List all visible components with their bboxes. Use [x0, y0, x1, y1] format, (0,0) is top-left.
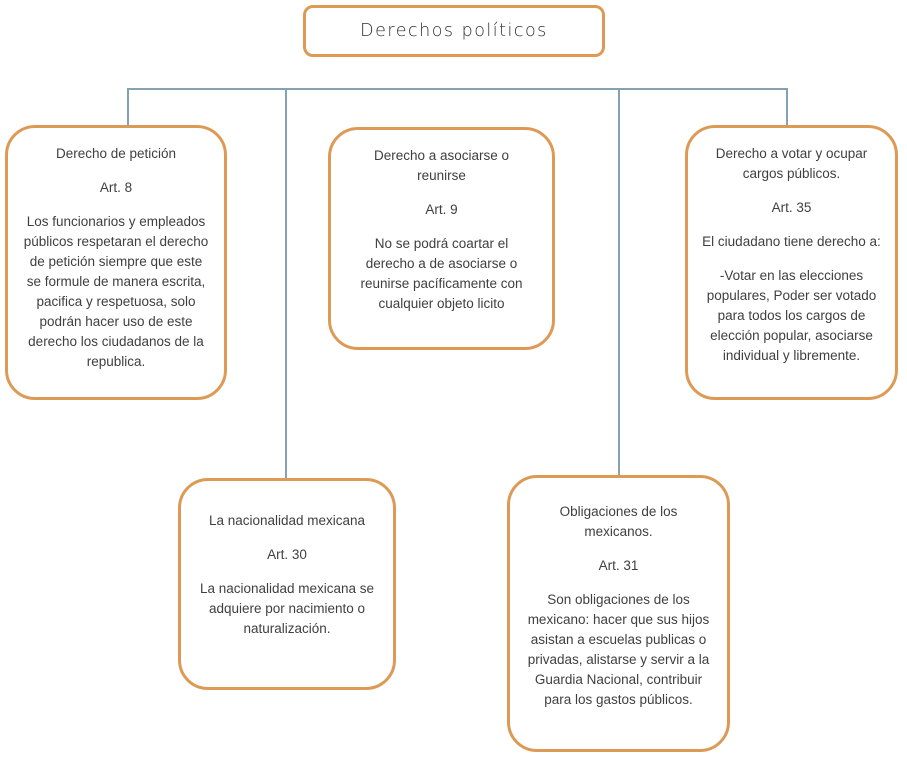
node-nacionalidad-mexicana: La nacionalidad mexicana Art. 30 La naci…	[178, 478, 396, 690]
node-article: Art. 8	[99, 180, 133, 195]
node-title: Derechos políticos	[303, 5, 605, 57]
node-body: El ciudadano tiene derecho a:	[702, 234, 881, 249]
connector-drop-peticion	[127, 88, 129, 126]
node-obligaciones-mexicanos: Obligaciones de los mexicanos. Art. 31 S…	[507, 475, 730, 752]
node-article: Art. 30	[267, 547, 307, 562]
node-heading: Obligaciones de los mexicanos.	[559, 504, 678, 539]
connector-drop-obligaciones	[618, 88, 620, 476]
connector-drop-nacionalidad	[285, 88, 287, 479]
node-derecho-asociarse: Derecho a asociarse o reunirse Art. 9 No…	[328, 127, 555, 350]
node-heading: Derecho a votar y ocupar cargos públicos…	[715, 146, 868, 181]
node-heading: Derecho de petición	[55, 146, 177, 161]
node-article: Art. 35	[771, 200, 812, 215]
node-article: Art. 9	[425, 202, 458, 217]
node-body: La nacionalidad mexicana se adquiere por…	[199, 581, 375, 636]
node-body: Son obligaciones de los mexicano: hacer …	[527, 592, 710, 707]
connector-drop-votar	[786, 88, 788, 126]
diagram-title: Derechos políticos	[360, 21, 548, 41]
node-body: Los funcionarios y empleados públicos re…	[23, 214, 209, 369]
node-derecho-votar: Derecho a votar y ocupar cargos públicos…	[685, 125, 898, 400]
connector-horizontal	[127, 88, 788, 90]
node-body: No se podrá coartar el derecho a de asoc…	[360, 236, 523, 311]
node-body-list: -Votar en las elecciones populares, Pode…	[706, 268, 877, 363]
node-heading: Derecho a asociarse o reunirse	[373, 148, 510, 183]
node-heading: La nacionalidad mexicana	[208, 513, 366, 528]
node-derecho-de-peticion: Derecho de petición Art. 8 Los funcionar…	[5, 125, 227, 400]
node-article: Art. 31	[598, 558, 639, 573]
